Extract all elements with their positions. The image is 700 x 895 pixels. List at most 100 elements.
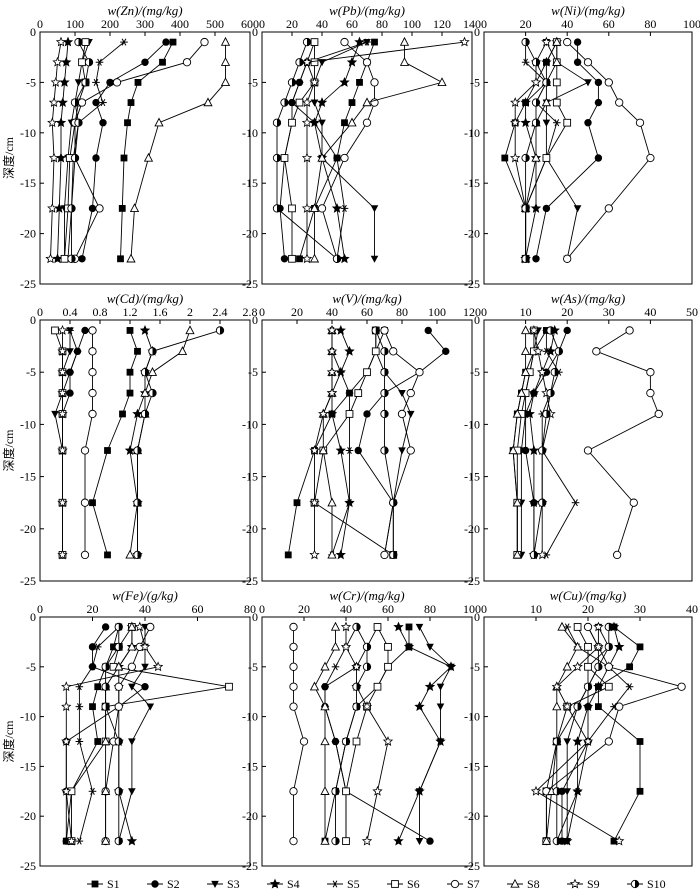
- data-point: [363, 410, 371, 418]
- data-point: [57, 324, 68, 335]
- data-point: [625, 326, 634, 335]
- series-S3: [415, 623, 455, 846]
- data-point: [340, 37, 349, 47]
- data-point: [67, 254, 76, 263]
- series-line: [67, 41, 125, 259]
- data-point: [104, 551, 111, 559]
- series-line: [587, 330, 660, 556]
- legend-marker: [269, 878, 281, 889]
- data-point: [380, 388, 389, 398]
- data-point: [436, 683, 445, 691]
- legend-label: S9: [587, 877, 600, 891]
- data-point: [341, 119, 348, 127]
- data-point: [48, 152, 60, 163]
- series-S7: [70, 37, 209, 263]
- data-point: [610, 837, 618, 845]
- data-point: [88, 643, 97, 651]
- data-point: [317, 204, 327, 213]
- series-S1: [117, 38, 177, 263]
- data-point: [100, 786, 111, 795]
- data-point: [51, 410, 59, 418]
- data-point: [45, 253, 56, 264]
- data-point: [326, 366, 338, 377]
- data-point: [371, 326, 380, 335]
- data-point: [99, 99, 107, 107]
- series-S6: [542, 623, 613, 845]
- data-point: [75, 837, 84, 845]
- data-point: [88, 368, 97, 377]
- data-point: [140, 368, 150, 377]
- x-tick-label: 0: [37, 17, 43, 31]
- data-point: [296, 255, 303, 263]
- data-point: [604, 204, 613, 213]
- data-point: [301, 117, 313, 128]
- data-point: [572, 641, 583, 651]
- data-point: [415, 838, 424, 846]
- data-point: [185, 325, 195, 335]
- data-point: [397, 409, 407, 419]
- data-point: [309, 681, 320, 691]
- series-line: [81, 41, 167, 259]
- series-S9: [45, 36, 67, 264]
- series-line: [314, 330, 333, 555]
- data-point: [280, 255, 289, 263]
- data-point: [584, 662, 592, 671]
- series-S9: [309, 324, 338, 560]
- legend-item-S7: S7: [447, 877, 480, 891]
- data-point: [380, 368, 389, 377]
- data-point: [562, 661, 572, 671]
- series-S2: [78, 38, 170, 263]
- legend-marker: [450, 879, 460, 889]
- y-tick-label: -15: [464, 470, 480, 484]
- data-point: [110, 643, 117, 651]
- data-point: [272, 118, 282, 127]
- data-point: [289, 682, 298, 691]
- data-point: [70, 98, 80, 107]
- x-tick-label: 100: [463, 602, 481, 616]
- data-point: [114, 787, 123, 796]
- data-point: [380, 409, 389, 419]
- data-point: [75, 737, 84, 746]
- data-point: [148, 388, 157, 398]
- x-tick-label: 40: [340, 602, 352, 616]
- data-point: [321, 683, 329, 691]
- data-point: [554, 347, 564, 356]
- data-point: [573, 38, 582, 46]
- series-line: [545, 41, 589, 259]
- series-line: [324, 626, 357, 842]
- data-point: [177, 346, 188, 355]
- data-point: [528, 387, 540, 398]
- data-point: [382, 736, 394, 746]
- y-tick-label: -20: [464, 227, 480, 241]
- data-point: [345, 410, 354, 418]
- data-point: [327, 497, 337, 507]
- series-line: [291, 41, 368, 259]
- data-point: [330, 621, 341, 631]
- data-point: [88, 388, 97, 398]
- panel-title: w(Cd)/(mg/kg): [107, 291, 184, 306]
- series-line: [299, 41, 375, 259]
- data-point: [356, 79, 363, 86]
- y-tick-label: -25: [242, 277, 258, 291]
- x-tick-label: 200: [101, 17, 119, 31]
- data-point: [88, 204, 97, 213]
- data-point: [67, 204, 76, 213]
- data-point: [340, 153, 349, 163]
- x-tick-label: 20: [520, 17, 532, 31]
- y-tick-label: 0: [252, 610, 258, 624]
- data-point: [326, 324, 338, 335]
- y-tick-label: -15: [20, 759, 36, 773]
- data-point: [614, 641, 625, 652]
- data-point: [594, 154, 603, 162]
- data-point: [563, 738, 571, 746]
- data-point: [552, 78, 561, 87]
- series-line: [324, 626, 431, 842]
- data-point: [57, 97, 68, 107]
- data-point: [289, 642, 298, 652]
- y-tick-label: -5: [26, 660, 36, 674]
- x-tick-label: 0: [259, 602, 265, 616]
- data-point: [327, 549, 337, 559]
